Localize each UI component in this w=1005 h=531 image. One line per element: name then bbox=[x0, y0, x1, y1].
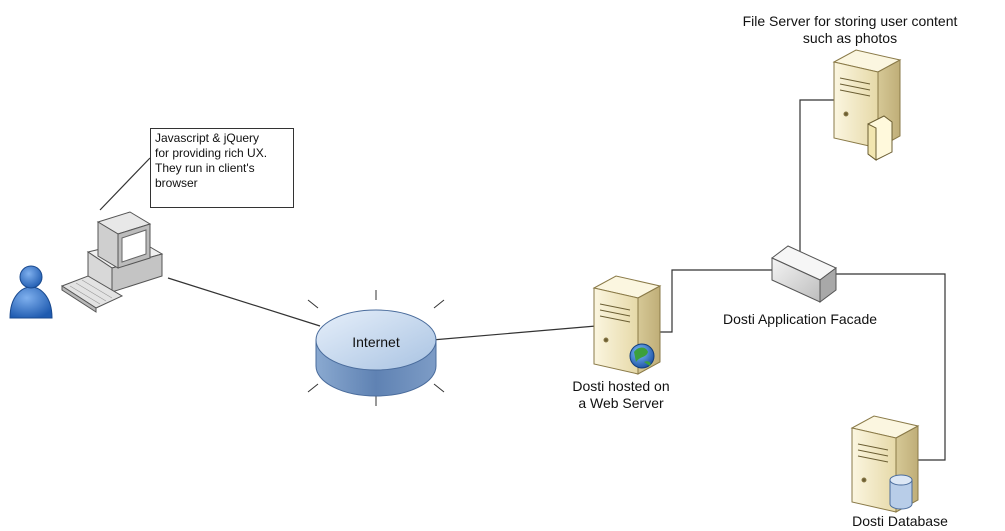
internet-cloud-icon bbox=[307, 290, 445, 406]
file-server-label-line-2: such as photos bbox=[802, 30, 898, 46]
file-server-label: File Server for storing user content suc… bbox=[700, 13, 1000, 47]
web-server-label-line-1: Dosti hosted on bbox=[572, 378, 670, 394]
facade-label-text: Dosti Application Facade bbox=[722, 311, 878, 327]
folder-icon bbox=[867, 115, 893, 161]
internet-label: Internet bbox=[336, 334, 416, 351]
application-facade-icon bbox=[771, 245, 837, 303]
callout-line-2: for providing rich UX. bbox=[155, 146, 268, 160]
callout-line-4: browser bbox=[155, 176, 198, 190]
edge-internet-webserver bbox=[431, 325, 597, 341]
client-computer-icon bbox=[60, 211, 164, 313]
database-label: Dosti Database bbox=[820, 513, 980, 530]
facade-label: Dosti Application Facade bbox=[700, 311, 900, 328]
file-server-label-line-1: File Server for storing user content bbox=[742, 13, 958, 29]
globe-icon bbox=[629, 343, 655, 369]
database-label-text: Dosti Database bbox=[852, 513, 948, 529]
web-server-icon bbox=[592, 275, 662, 375]
internet-label-text: Internet bbox=[352, 334, 400, 350]
file-server-icon bbox=[832, 49, 902, 161]
callout-line-3: They run in client's bbox=[155, 161, 255, 175]
database-server-icon bbox=[850, 415, 920, 513]
edge-client-internet bbox=[167, 277, 321, 327]
user-icon bbox=[9, 265, 53, 319]
edge-facade-fileserver bbox=[799, 99, 840, 266]
web-server-label-line-2: a Web Server bbox=[578, 395, 664, 411]
web-server-label: Dosti hosted on a Web Server bbox=[556, 378, 686, 412]
edge-facade-database bbox=[800, 273, 946, 461]
callout-line-1: Javascript & jQuery bbox=[155, 131, 260, 145]
client-callout-box: Javascript & jQuery for providing rich U… bbox=[150, 128, 294, 208]
edge-callout-client bbox=[99, 157, 151, 211]
database-cylinder-icon bbox=[889, 474, 913, 510]
